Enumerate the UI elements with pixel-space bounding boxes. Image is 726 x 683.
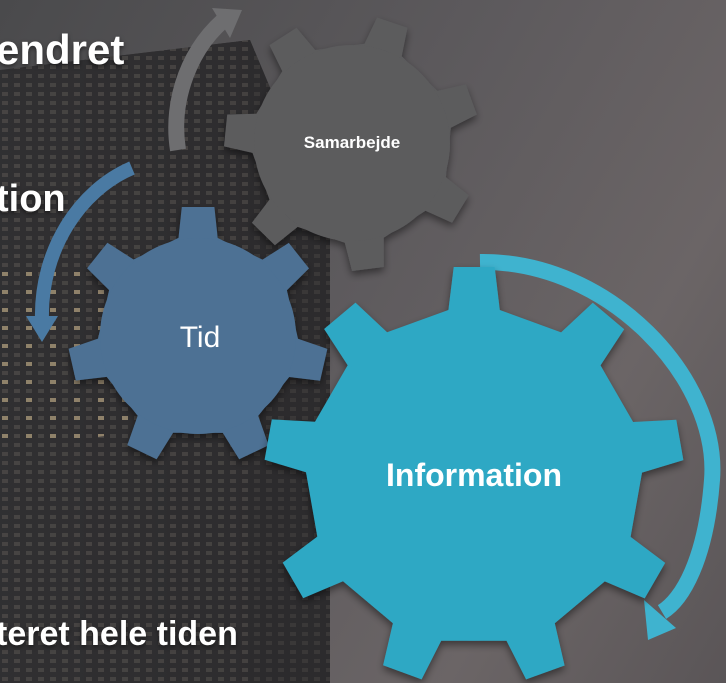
gear-tid-icon bbox=[68, 207, 328, 460]
arrow-cyan-icon bbox=[479, 253, 721, 640]
slide-text-line-1: endret bbox=[0, 26, 125, 73]
gear-label-samarbejde: Samarbejde bbox=[304, 133, 400, 152]
arrow-blue-icon bbox=[26, 161, 135, 342]
slide-text-line-3: teret hele tiden bbox=[0, 615, 238, 653]
slide-text-line-2: tion bbox=[0, 178, 66, 220]
gear-information-icon bbox=[264, 267, 684, 680]
gear-label-tid: Tid bbox=[180, 321, 221, 354]
arrow-gray-icon bbox=[168, 8, 242, 152]
gear-label-information: Information bbox=[386, 457, 562, 493]
gear-samarbejde-icon bbox=[224, 17, 477, 271]
